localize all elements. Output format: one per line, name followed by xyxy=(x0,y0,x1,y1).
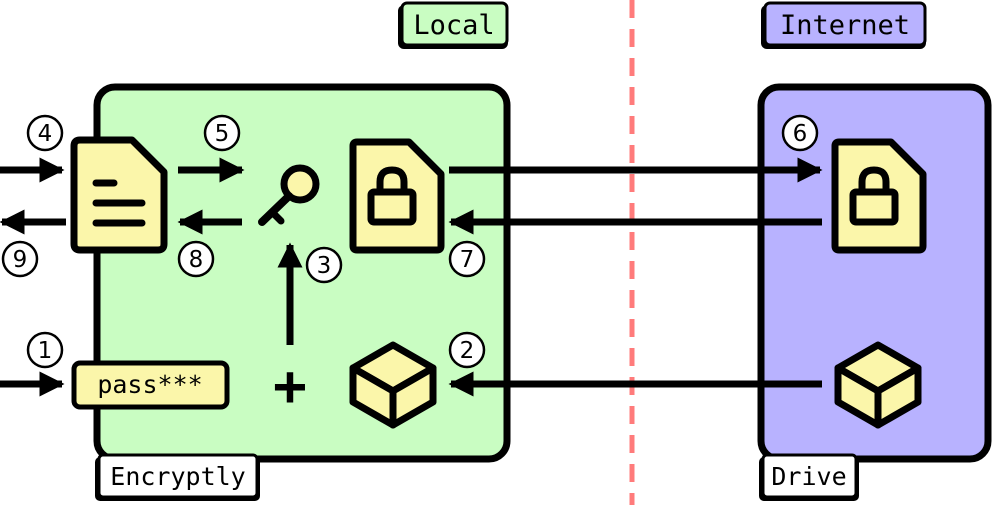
svg-text:8: 8 xyxy=(189,247,204,273)
locked-file-icon-drive xyxy=(831,138,927,254)
step-badge-4: 4 xyxy=(26,114,64,152)
step-badge-1: 1 xyxy=(26,331,64,369)
step-badge-2: 2 xyxy=(448,331,486,369)
svg-text:6: 6 xyxy=(793,121,808,147)
internet-zone-label: Internet xyxy=(761,1,927,49)
password-text: pass*** xyxy=(97,370,202,399)
encryptly-label: Encryptly xyxy=(95,453,260,501)
svg-text:9: 9 xyxy=(13,247,28,273)
plus-symbol: + xyxy=(273,354,307,419)
box-icon-drive xyxy=(834,341,922,429)
step-badge-3: 3 xyxy=(305,246,343,284)
step-badge-7: 7 xyxy=(448,240,486,278)
step-badge-6: 6 xyxy=(781,114,819,152)
svg-text:1: 1 xyxy=(38,338,53,364)
local-zone-label: Local xyxy=(398,1,509,49)
drive-text: Drive xyxy=(771,462,846,491)
internet-zone-text: Internet xyxy=(780,10,910,41)
box-icon-local xyxy=(349,341,437,429)
encryptly-text: Encryptly xyxy=(110,462,245,491)
locked-file-icon-local xyxy=(349,138,445,254)
svg-text:7: 7 xyxy=(460,247,475,273)
password-field: pass*** xyxy=(71,360,230,410)
step-badge-9: 9 xyxy=(1,240,39,278)
document-icon xyxy=(70,136,168,254)
step-badge-5: 5 xyxy=(203,114,241,152)
svg-text:3: 3 xyxy=(317,253,332,279)
svg-text:5: 5 xyxy=(215,121,230,147)
step-badge-8: 8 xyxy=(177,240,215,278)
key-icon xyxy=(258,164,320,226)
drive-label: Drive xyxy=(759,453,859,501)
svg-text:2: 2 xyxy=(460,338,475,364)
local-zone-text: Local xyxy=(413,10,494,41)
svg-text:4: 4 xyxy=(38,121,53,147)
